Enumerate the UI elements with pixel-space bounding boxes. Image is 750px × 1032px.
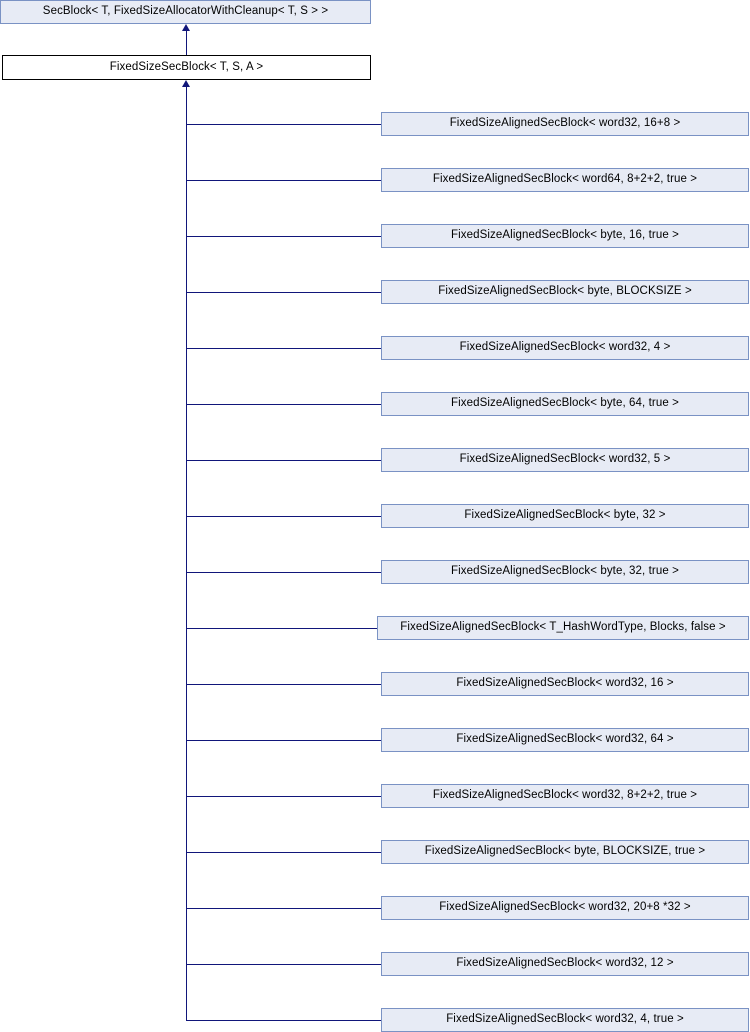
edge-trunk-to-node <box>186 796 381 797</box>
node-fixedsizesecblock-current[interactable]: FixedSizeSecBlock< T, S, A > <box>2 55 371 80</box>
arrowhead-to-current <box>182 80 190 87</box>
edge-trunk-to-node <box>186 124 381 125</box>
edge-trunk-to-node <box>186 1020 381 1021</box>
edge-trunk-to-node <box>186 236 381 237</box>
edge-current-to-base <box>186 30 187 56</box>
edge-trunk-to-node <box>186 404 381 405</box>
edge-trunk-to-node <box>186 180 381 181</box>
node-label: FixedSizeAlignedSecBlock< byte, BLOCKSIZ… <box>438 285 692 298</box>
node-derived-6[interactable]: FixedSizeAlignedSecBlock< word32, 5 > <box>381 448 749 472</box>
node-derived-11[interactable]: FixedSizeAlignedSecBlock< word32, 64 > <box>381 728 749 752</box>
edge-trunk-to-node <box>186 460 381 461</box>
node-label: FixedSizeAlignedSecBlock< word64, 8+2+2,… <box>432 173 698 186</box>
edge-trunk-to-node <box>186 964 381 965</box>
node-label: FixedSizeAlignedSecBlock< byte, BLOCKSIZ… <box>424 845 706 858</box>
node-derived-5[interactable]: FixedSizeAlignedSecBlock< byte, 64, true… <box>381 392 749 416</box>
node-label: FixedSizeAlignedSecBlock< byte, 16, true… <box>451 229 679 242</box>
edge-trunk-to-node <box>186 684 381 685</box>
node-derived-12[interactable]: FixedSizeAlignedSecBlock< word32, 8+2+2,… <box>381 784 749 808</box>
node-label: FixedSizeAlignedSecBlock< word32, 5 > <box>459 453 671 466</box>
node-label: SecBlock< T, FixedSizeAllocatorWithClean… <box>42 5 329 18</box>
edge-trunk-to-node <box>186 348 381 349</box>
node-derived-0[interactable]: FixedSizeAlignedSecBlock< word32, 16+8 > <box>381 112 749 136</box>
node-derived-2[interactable]: FixedSizeAlignedSecBlock< byte, 16, true… <box>381 224 749 248</box>
node-secblock-base[interactable]: SecBlock< T, FixedSizeAllocatorWithClean… <box>0 0 371 24</box>
node-derived-7[interactable]: FixedSizeAlignedSecBlock< byte, 32 > <box>381 504 749 528</box>
node-derived-16[interactable]: FixedSizeAlignedSecBlock< word32, 4, tru… <box>381 1008 749 1032</box>
node-label: FixedSizeAlignedSecBlock< word32, 64 > <box>456 733 674 746</box>
node-derived-14[interactable]: FixedSizeAlignedSecBlock< word32, 20+8 *… <box>381 896 749 920</box>
node-derived-3[interactable]: FixedSizeAlignedSecBlock< byte, BLOCKSIZ… <box>381 280 749 304</box>
edge-trunk-to-node <box>186 908 381 909</box>
node-derived-8[interactable]: FixedSizeAlignedSecBlock< byte, 32, true… <box>381 560 749 584</box>
node-label: FixedSizeAlignedSecBlock< word32, 4 > <box>459 341 671 354</box>
node-derived-4[interactable]: FixedSizeAlignedSecBlock< word32, 4 > <box>381 336 749 360</box>
node-derived-9[interactable]: FixedSizeAlignedSecBlock< T_HashWordType… <box>377 616 749 640</box>
node-derived-13[interactable]: FixedSizeAlignedSecBlock< byte, BLOCKSIZ… <box>381 840 749 864</box>
node-label: FixedSizeAlignedSecBlock< word32, 16 > <box>456 677 674 690</box>
edge-trunk-to-node <box>186 740 381 741</box>
edge-trunk-to-node <box>186 572 381 573</box>
edge-derived-trunk <box>186 87 187 1021</box>
edge-trunk-to-node <box>186 292 381 293</box>
node-label: FixedSizeAlignedSecBlock< word32, 8+2+2,… <box>432 789 698 802</box>
node-derived-1[interactable]: FixedSizeAlignedSecBlock< word64, 8+2+2,… <box>381 168 749 192</box>
edge-trunk-to-node <box>186 516 381 517</box>
node-label: FixedSizeAlignedSecBlock< word32, 20+8 *… <box>439 901 691 914</box>
node-label: FixedSizeAlignedSecBlock< byte, 32 > <box>464 509 666 522</box>
arrowhead-to-base <box>182 24 190 31</box>
node-label: FixedSizeAlignedSecBlock< word32, 4, tru… <box>446 1013 684 1026</box>
edge-trunk-to-node <box>186 628 377 629</box>
node-derived-10[interactable]: FixedSizeAlignedSecBlock< word32, 16 > <box>381 672 749 696</box>
node-label: FixedSizeAlignedSecBlock< word32, 12 > <box>456 957 674 970</box>
node-label: FixedSizeAlignedSecBlock< byte, 64, true… <box>451 397 679 410</box>
edge-trunk-to-node <box>186 852 381 853</box>
node-label: FixedSizeAlignedSecBlock< T_HashWordType… <box>400 621 726 634</box>
node-derived-15[interactable]: FixedSizeAlignedSecBlock< word32, 12 > <box>381 952 749 976</box>
node-label: FixedSizeAlignedSecBlock< byte, 32, true… <box>451 565 679 578</box>
node-label: FixedSizeSecBlock< T, S, A > <box>109 60 264 73</box>
node-label: FixedSizeAlignedSecBlock< word32, 16+8 > <box>449 117 681 130</box>
